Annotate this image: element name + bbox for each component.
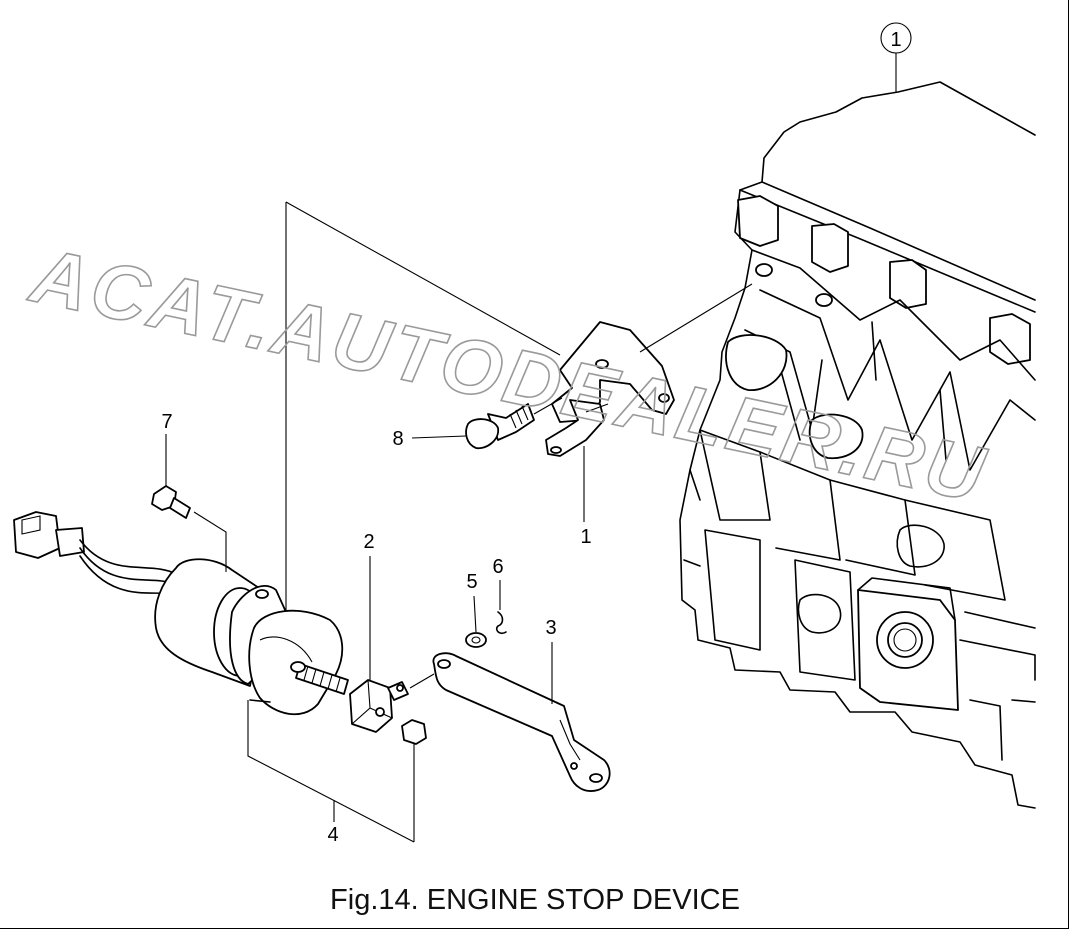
callout-8: 8: [392, 428, 403, 450]
callouts: 8 1 7 2 5 6 3 4: [161, 411, 591, 846]
stop-solenoid: [13, 511, 415, 843]
callout-7: 7: [161, 411, 172, 433]
lock-nut: [401, 719, 427, 842]
callout-6: 6: [492, 556, 503, 578]
callout-2: 2: [363, 531, 374, 553]
solenoid-joint: [349, 673, 435, 733]
mounting-bracket: [545, 283, 753, 457]
exploded-view-frame: [285, 201, 561, 612]
assembly-callout: 1: [880, 22, 912, 92]
callout-4: 4: [327, 824, 338, 846]
callout-5: 5: [466, 571, 477, 593]
link-lever: [432, 652, 611, 792]
washer: [465, 632, 487, 648]
figure-caption: Fig.14. ENGINE STOP DEVICE: [330, 884, 740, 916]
bracket-bolt: [465, 397, 563, 450]
engine-block: [679, 81, 1036, 809]
snap-pin: [495, 611, 507, 635]
callout-circle-1: 1: [890, 29, 901, 51]
callout-3: 3: [545, 617, 556, 639]
callout-1: 1: [580, 526, 591, 548]
